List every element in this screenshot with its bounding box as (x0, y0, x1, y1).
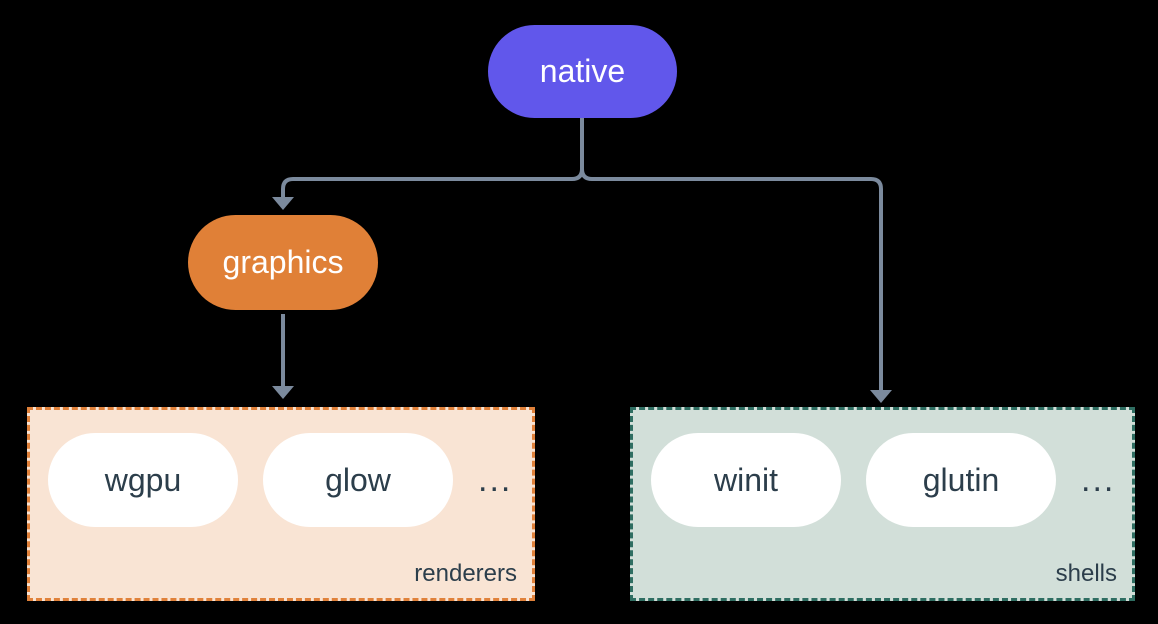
pill-winit: winit (651, 433, 841, 527)
shells-ellipsis: ... (1081, 460, 1116, 499)
group-renderers: wgpu glow ... renderers (27, 407, 535, 601)
group-renderers-label: renderers (414, 560, 517, 587)
edge-native-shells (580, 118, 883, 390)
renderers-ellipsis: ... (478, 460, 513, 499)
pill-wgpu: wgpu (48, 433, 238, 527)
edge-native-graphics (281, 118, 584, 197)
pill-glutin-label: glutin (922, 461, 1000, 498)
pill-glutin: glutin (866, 433, 1056, 527)
group-shells-row: winit glutin ... (633, 410, 1132, 527)
group-shells-label: shells (1055, 560, 1117, 587)
pill-winit-label: winit (713, 461, 778, 498)
pill-glow: glow (263, 433, 453, 527)
group-renderers-row: wgpu glow ... (30, 410, 532, 527)
node-graphics: graphics (188, 215, 378, 310)
node-graphics-label: graphics (222, 244, 344, 280)
pill-wgpu-label: wgpu (104, 461, 182, 498)
arrowhead-renderers (272, 386, 294, 399)
group-shells: winit glutin ... shells (630, 407, 1135, 601)
node-native-label: native (539, 53, 626, 89)
arrowhead-shells (870, 390, 892, 403)
arrowhead-graphics (272, 197, 294, 210)
node-native: native (488, 25, 677, 118)
pill-glow-label: glow (325, 461, 391, 498)
